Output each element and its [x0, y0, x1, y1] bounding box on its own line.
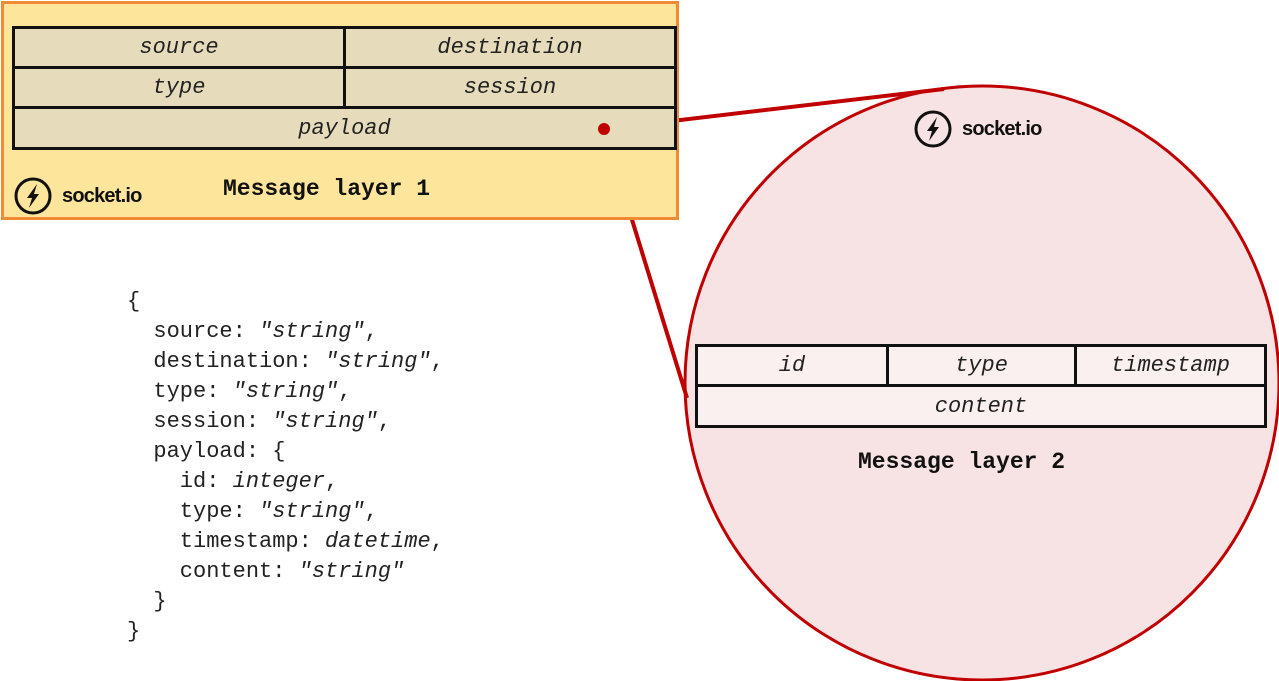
code-line: type: "string",: [127, 499, 378, 524]
code-line: payload: {: [127, 439, 286, 464]
message-layer-1-box: source destination type session payload …: [1, 1, 679, 220]
field-type: type: [12, 66, 346, 109]
code-line: type: "string",: [127, 379, 352, 404]
code-line: source: "string",: [127, 319, 378, 344]
message-json-schema: { source: "string", destination: "string…: [127, 287, 444, 647]
socket-io-logo: socket.io: [13, 176, 142, 216]
code-line: destination: "string",: [127, 349, 444, 374]
field-type: type: [886, 344, 1077, 387]
code-line: id: integer,: [127, 469, 339, 494]
socket-io-logo-text: socket.io: [62, 184, 142, 207]
field-session: session: [343, 66, 677, 109]
socket-io-logo: socket.io: [913, 109, 1042, 149]
field-timestamp: timestamp: [1074, 344, 1267, 387]
code-line: {: [127, 289, 141, 314]
message-layer-2-title: Message layer 2: [858, 449, 1066, 475]
code-line: content: "string": [127, 559, 405, 584]
field-payload: payload: [12, 106, 677, 150]
field-content: content: [695, 384, 1267, 428]
socket-io-logo-text: socket.io: [962, 117, 1042, 140]
code-line: }: [127, 589, 167, 614]
code-line: }: [127, 619, 141, 644]
field-destination: destination: [343, 26, 677, 69]
field-id: id: [695, 344, 889, 387]
field-source: source: [12, 26, 346, 69]
socket-io-lightning-icon: [14, 177, 52, 215]
code-line: timestamp: datetime,: [127, 529, 444, 554]
code-line: session: "string",: [127, 409, 392, 434]
message-layer-1-title: Message layer 1: [223, 176, 431, 202]
socket-io-lightning-icon: [914, 110, 952, 148]
payload-anchor-dot: [598, 123, 610, 135]
